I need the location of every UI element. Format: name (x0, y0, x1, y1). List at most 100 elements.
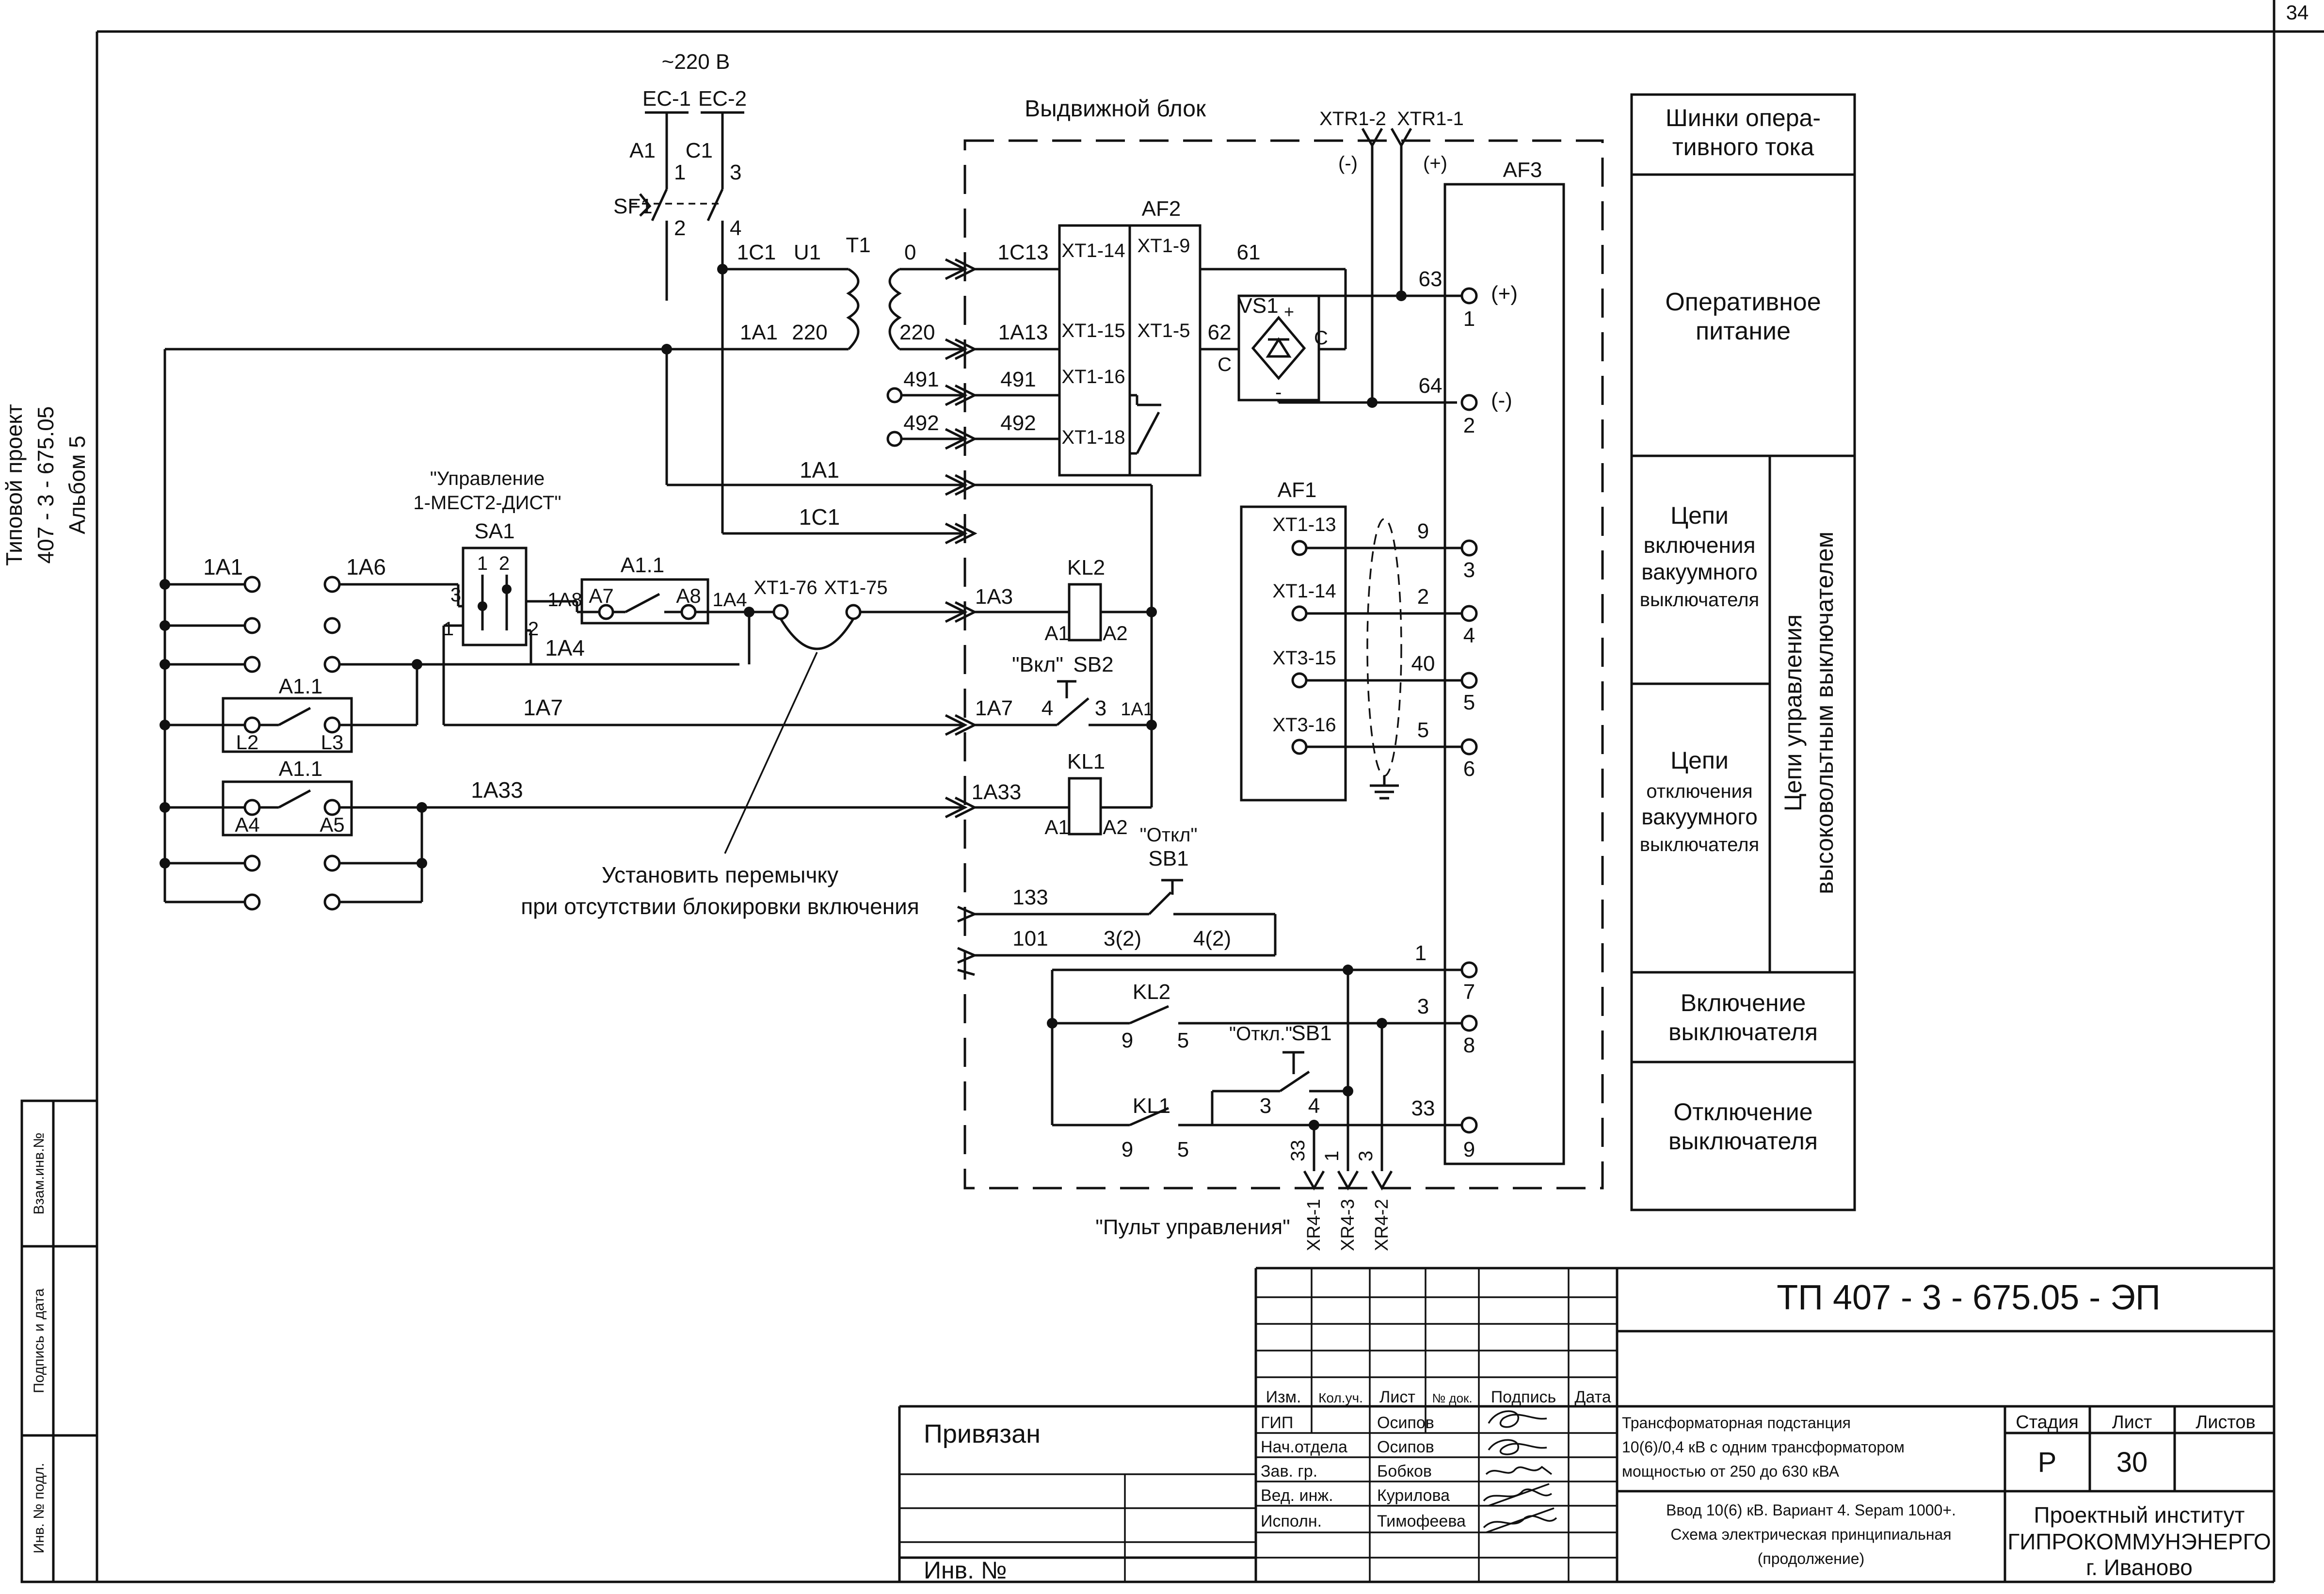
legend-open-4: выключателя (1640, 834, 1759, 855)
n3-label: 3 (730, 161, 741, 184)
role-exec: Исполн. (1261, 1512, 1322, 1530)
t8-label: 8 (1463, 1033, 1475, 1057)
w1c1-label: 1C1 (737, 241, 776, 264)
af1-wire: 9 (1417, 519, 1429, 543)
sa1-l1: 1 (443, 618, 454, 640)
w1a7-label: 1A7 (523, 695, 563, 720)
hdr-kolvo: Кол.уч. (1318, 1390, 1363, 1405)
stage-value: Р (2038, 1447, 2057, 1478)
sheet-title-3: (продолжение) (1758, 1550, 1865, 1567)
term-1: 1 (1463, 307, 1475, 331)
w1a13-label: 1A13 (998, 321, 1048, 344)
af1-block: AF1 XT1-13 9 3 XT1-14 2 4 XT3-15 40 5 (1240, 478, 1478, 802)
hdr-sign: Подпись (1491, 1388, 1556, 1406)
xr4-3: XR4-3 (1338, 1199, 1358, 1251)
legend-on-2: выключателя (1668, 1018, 1818, 1046)
w1a3-label: 1A3 (975, 585, 1013, 609)
hdr-list: Лист (1379, 1388, 1415, 1406)
w1a1c-label: 1A1 (1121, 699, 1154, 720)
sheet-frame: 34 (96, 0, 2324, 1583)
xtr-pos: (+) (1423, 153, 1447, 174)
left-margin: Типовой проект 407 - 3 - 675.05 Альбом 5… (1, 404, 98, 1583)
title-block: ТП 407 - 3 - 675.05 - ЭП Изм. Кол.уч. Ли… (898, 1267, 2274, 1584)
w63-label: 63 (1419, 267, 1442, 291)
hdr-doc: № док. (1432, 1391, 1472, 1405)
af1-row: XT3-16 5 6 (1272, 714, 1478, 781)
v220a-label: 220 (792, 321, 827, 344)
sheet-label: Лист (2112, 1412, 2152, 1433)
w33-label: 33 (1411, 1096, 1435, 1120)
legend-power-2: питание (1696, 317, 1791, 345)
w101-label: 101 (1012, 927, 1048, 950)
supply-voltage: ~220 В (662, 50, 730, 74)
w491-label: 491 (1000, 368, 1036, 391)
af1-xt: XT1-13 (1272, 514, 1336, 535)
legend-off-1: Отключение (1673, 1098, 1812, 1126)
a11-low-label: A1.1 (279, 757, 323, 781)
w1a6-label: 1A6 (346, 554, 386, 580)
af3-label: AF3 (1503, 158, 1542, 182)
sheet-number: 34 (2286, 1, 2309, 24)
wires-491-492: 491 492 (886, 368, 978, 450)
sheet-title-1: Ввод 10(6) кВ. Вариант 4. Sepam 1000+. (1666, 1501, 1956, 1519)
kl1-a2: A2 (1103, 816, 1127, 838)
stamp-replace-inv: Взам.инв.№ (31, 1132, 47, 1214)
n42-label: 4(2) (1193, 927, 1231, 950)
term-1-sign: (+) (1491, 282, 1518, 306)
v220b-label: 220 (899, 321, 935, 344)
panel-caption: "Пульт управления" (1095, 1215, 1290, 1239)
legend-op-bus-2: тивного тока (1672, 133, 1814, 161)
w64-label: 64 (1419, 374, 1442, 398)
album-label: Альбом 5 (64, 435, 90, 534)
stamp-sign-date: Подпись и дата (31, 1288, 47, 1393)
af1-xt: XT3-16 (1272, 714, 1336, 736)
legend-vertical-1: Цепи управления (1779, 614, 1807, 811)
w492-left: 492 (903, 411, 939, 435)
privyazan-label: Привязан (924, 1419, 1041, 1449)
term-2-sign: (-) (1491, 388, 1512, 412)
sb2-4: 4 (1042, 696, 1053, 720)
sb1b-label: SB1 (1291, 1021, 1331, 1045)
xt1-5-label: XT1-5 (1138, 320, 1190, 341)
supply-section: ~220 В EC-1 EC-2 A1 C1 1 3 SF1 2 4 (613, 50, 747, 301)
af1-term: 6 (1463, 757, 1475, 781)
vs1-label: VS1 (1238, 294, 1278, 318)
legend-open-2: отключения (1646, 781, 1752, 802)
t7-label: 7 (1463, 980, 1475, 1004)
sheet-title-2: Схема электрическая принципиальная (1670, 1526, 1951, 1543)
object-line-3: мощностью от 250 до 630 кВА (1622, 1463, 1840, 1480)
sa1-label: SA1 (474, 519, 514, 543)
legend-power-1: Оперативное (1665, 288, 1821, 316)
otkl-label: "Откл" (1139, 824, 1197, 846)
w133-label: 133 (1012, 886, 1048, 909)
kl2-a2: A2 (1103, 622, 1127, 644)
vs1-minus: - (1275, 382, 1282, 403)
l2-label: L2 (236, 731, 259, 754)
legend-open-3: вакуумного (1641, 804, 1758, 829)
kl1-5: 5 (1177, 1138, 1189, 1161)
otkl2-label: "Откл." (1229, 1023, 1292, 1045)
sa1-r2: 2 (528, 618, 539, 640)
role-group: Зав. гр. (1261, 1462, 1317, 1481)
vs1-plus: + (1284, 302, 1294, 322)
kl1-9: 9 (1122, 1138, 1133, 1161)
legend-close-3: вакуумного (1641, 559, 1758, 584)
n1-label: 1 (674, 161, 686, 184)
sb1-3: 3 (1260, 1094, 1271, 1118)
hdr-date: Дата (1574, 1388, 1611, 1406)
org-line-2: ГИПРОКОММУНЭНЕРГО (2007, 1529, 2271, 1554)
sa1-caption-1: "Управление (430, 468, 545, 489)
jumper-note-2: при отсутствии блокировки включения (521, 894, 919, 919)
xr4-1: XR4-1 (1304, 1199, 1324, 1251)
t9-label: 9 (1463, 1138, 1475, 1161)
kl2-9: 9 (1122, 1029, 1133, 1052)
xt1-15-label: XT1-15 (1061, 320, 1125, 341)
name-head: Осипов (1377, 1438, 1434, 1456)
xr-wire-1: 33 (1287, 1140, 1309, 1162)
af1-term: 5 (1463, 691, 1475, 714)
kl1-label: KL1 (1067, 750, 1105, 773)
control-transformer: 1C1 U1 T1 1A1 220 0 220 (667, 233, 978, 360)
sa1-pin2: 2 (499, 553, 510, 574)
sheets-label: Листов (2196, 1412, 2255, 1433)
